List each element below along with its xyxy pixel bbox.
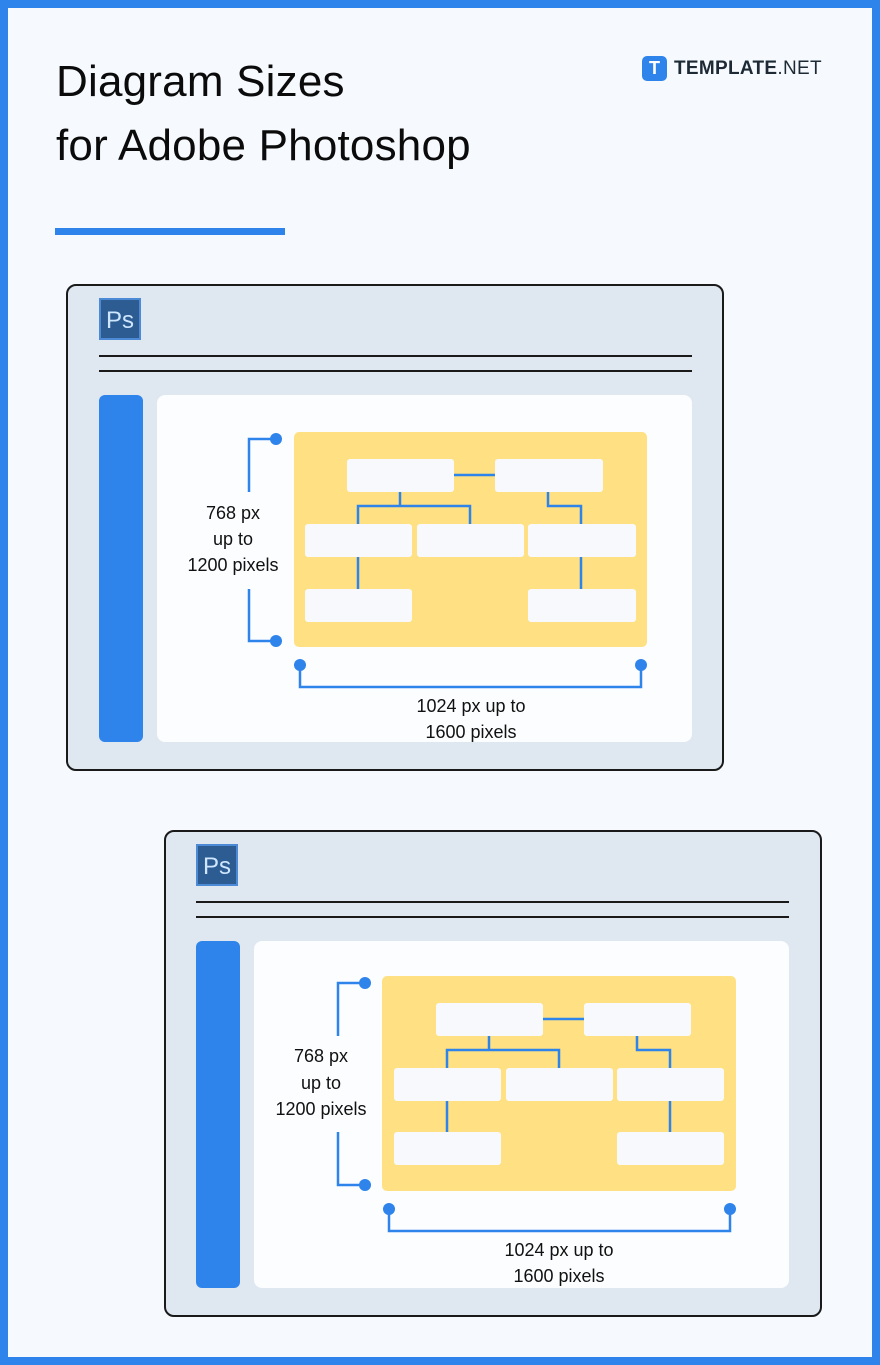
org-box [528, 524, 636, 557]
org-box [528, 589, 636, 622]
width-label-line: 1600 pixels [513, 1266, 604, 1286]
brand-logo: T TEMPLATE.NET [642, 56, 822, 81]
dimension-endpoint [294, 659, 306, 671]
page-title: Diagram Sizes for Adobe Photoshop [56, 50, 471, 178]
photoshop-window-1: Ps 768 px [66, 284, 724, 771]
width-label-line: 1024 px up to [416, 696, 525, 716]
height-dimension-bracket [247, 437, 276, 643]
ps-icon-label: Ps [106, 307, 134, 334]
height-label-line: 1200 pixels [187, 555, 278, 575]
title-underline [55, 228, 285, 235]
height-label-line: 768 px [206, 503, 260, 523]
width-label-line: 1600 pixels [425, 722, 516, 742]
dimension-endpoint [724, 1203, 736, 1215]
width-label: 1024 px up to 1600 pixels [504, 1240, 613, 1286]
dimension-endpoint [359, 977, 371, 989]
org-box [394, 1132, 501, 1165]
org-box [417, 524, 524, 557]
ps-icon-label: Ps [203, 853, 231, 880]
width-label: 1024 px up to 1600 pixels [416, 696, 525, 742]
width-dimension-bracket [387, 1209, 732, 1233]
org-box [394, 1068, 501, 1101]
width-label-line: 1024 px up to [504, 1240, 613, 1260]
org-box [347, 459, 454, 492]
photoshop-app-icon: Ps [99, 298, 141, 340]
org-box [436, 1003, 543, 1036]
org-box [584, 1003, 691, 1036]
org-box [617, 1132, 724, 1165]
dimension-endpoint [635, 659, 647, 671]
title-line-2: for Adobe Photoshop [56, 121, 471, 170]
org-box [305, 524, 412, 557]
brand-name-suffix: .NET [777, 57, 822, 79]
height-label: 768 px up to 1200 pixels [275, 1046, 366, 1119]
dimension-endpoint [270, 433, 282, 445]
dimension-endpoint [270, 635, 282, 647]
template-logo-icon: T [642, 56, 667, 81]
photoshop-window-2: Ps 768 px [164, 830, 822, 1317]
height-label-line: up to [213, 529, 253, 549]
height-label-line: 768 px [294, 1046, 348, 1066]
org-chart-connectors [356, 473, 583, 589]
brand-name: TEMPLATE.NET [674, 58, 822, 80]
tool-sidebar [99, 395, 143, 742]
dimension-endpoint [359, 1179, 371, 1191]
tool-sidebar [196, 941, 240, 1288]
org-chart-boxes [305, 459, 636, 622]
title-line-1: Diagram Sizes [56, 57, 345, 106]
org-box [506, 1068, 613, 1101]
org-chart-boxes [394, 1003, 724, 1165]
org-box [617, 1068, 724, 1101]
width-dimension-bracket [298, 665, 643, 689]
height-label-line: up to [301, 1073, 341, 1093]
dimension-endpoint [383, 1203, 395, 1215]
height-label: 768 px up to 1200 pixels [187, 503, 278, 575]
org-box [495, 459, 603, 492]
photoshop-app-icon: Ps [196, 844, 238, 886]
height-label-line: 1200 pixels [275, 1099, 366, 1119]
org-chart-connectors [445, 1017, 672, 1132]
height-dimension-bracket [336, 981, 365, 1187]
org-box [305, 589, 412, 622]
brand-name-bold: TEMPLATE [674, 57, 778, 79]
